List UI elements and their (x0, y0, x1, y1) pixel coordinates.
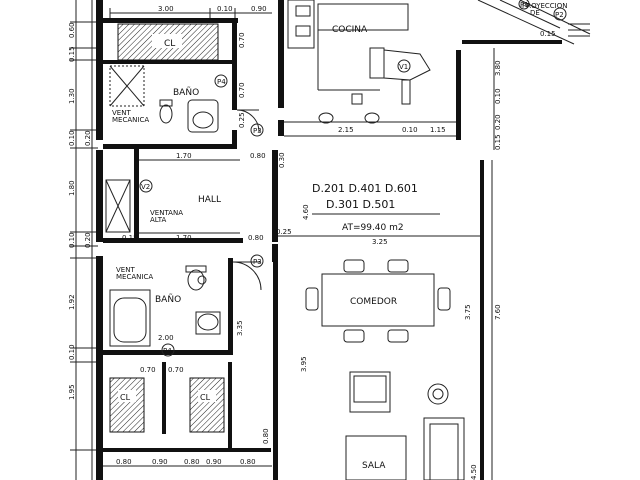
tag-p3a: P3 (253, 127, 262, 135)
dim-b-090: 0.90 (152, 458, 168, 466)
dim-v-460: 4.60 (302, 204, 310, 220)
dim-v-070b: 0.70 (238, 82, 246, 98)
dim-b-080b: 0.80 (184, 458, 200, 466)
vent-top-1: VENT (112, 109, 131, 117)
room-cl-bottom-right: CL (200, 393, 211, 402)
dim-r-015c: 0.15 (540, 30, 556, 38)
note-projection-2: DE (530, 9, 540, 17)
dim-top-300: 3.00 (158, 5, 174, 13)
tag-p4b: P4 (163, 347, 172, 355)
dim-v-030: 0.30 (278, 152, 286, 168)
tag-p4: P4 (217, 78, 226, 86)
walls (96, 0, 562, 480)
room-bano-top: BAÑO (173, 87, 199, 98)
vent-top-2: MECANICA (112, 116, 149, 124)
hall: 1.70 0.80 HALL 1.70 0.80 VENTANA ALTA V2… (105, 152, 310, 242)
left-dimension-lines (70, 0, 98, 480)
dim-left-192: 1.92 (68, 294, 76, 310)
room-cl-bottom-left: CL (120, 393, 131, 402)
dim-left-195: 1.95 (68, 384, 76, 400)
dim-r-010: 0.10 (494, 88, 502, 104)
dim-top-010: 0.10 (217, 5, 233, 13)
vent-bottom-2: MECANICA (116, 273, 153, 281)
ventana-alta-2: ALTA (150, 216, 166, 224)
dim-hall-080b: 0.80 (248, 234, 264, 242)
vent-bottom-1: VENT (116, 266, 135, 274)
kitchen: COCINA V1 2.15 0.10 1.15 (284, 0, 456, 137)
tag-v2: V2 (141, 183, 150, 191)
dim-k-115: 1.15 (430, 126, 446, 134)
dim-left-020b: 0.20 (84, 232, 92, 248)
room-cocina: COCINA (332, 25, 368, 35)
ventana-alta-1: VENTANA (150, 209, 183, 217)
tag-p2: P2 (555, 11, 564, 19)
living-dining: 3.95 COMEDOR SALA 7.60 3.75 4.50 (300, 160, 502, 480)
dim-b-070b: 0.70 (168, 366, 184, 374)
dim-r-375: 3.75 (464, 304, 472, 320)
dim-r-380: 3.80 (494, 60, 502, 76)
dim-b-080: 0.80 (116, 458, 132, 466)
unit-area: AT=99.40 m2 (342, 223, 404, 233)
dim-hall-080: 0.80 (250, 152, 266, 160)
dim-left-020: 0.20 (84, 130, 92, 146)
dim-v-080: 0.80 (262, 428, 270, 444)
dim-hall-170: 1.70 (176, 152, 192, 160)
dim-r-015b: 0.15 (122, 234, 138, 242)
bathroom-top: BAÑO P4 0.70 0.25 VENT MECANICA P3 (109, 65, 264, 137)
tag-p3b: P3 (253, 258, 262, 266)
dim-left-010b: 0.10 (68, 232, 76, 248)
dim-r-760: 7.60 (494, 304, 502, 320)
dim-r-450: 4.50 (470, 464, 478, 480)
unit-line2: D.301 D.501 (326, 198, 395, 211)
right-side: 3.80 0.10 0.20 0.15 0.15 PROYECCION DE P… (477, 0, 591, 150)
dim-left-060: 0.60 (68, 22, 76, 38)
dim-left-180: 1.80 (68, 180, 76, 196)
dim-b-090b: 0.90 (206, 458, 222, 466)
left-dimension-labels: 0.60 0.15 1.30 0.10 0.20 1.80 0.10 0.20 … (68, 22, 92, 400)
tag-p1: P1 (520, 1, 529, 9)
unit-line1: D.201 D.401 D.601 (312, 182, 418, 195)
room-hall: HALL (198, 195, 221, 205)
dim-b-070: 0.70 (140, 366, 156, 374)
dim-v-025: 0.25 (238, 112, 246, 128)
tag-v1: V1 (399, 63, 408, 71)
dim-hall-170b: 1.70 (176, 234, 192, 242)
room-cl-top: CL (164, 39, 175, 49)
room-comedor: COMEDOR (350, 297, 397, 307)
dim-k-010: 0.10 (402, 126, 418, 134)
closets-bottom: 0.70 0.70 CL CL 0.80 0.80 0.90 0.80 0.90… (103, 366, 272, 467)
bathroom-bottom: BAÑO VENT MECANICA 2.00 P4 3.35 P3 (109, 254, 264, 357)
dim-left-010c: 0.10 (68, 344, 76, 360)
dim-v-025b: 0.25 (276, 228, 292, 236)
dim-r-020: 0.20 (494, 114, 502, 130)
unit-info: D.201 D.401 D.601 D.301 D.501 AT=99.40 m… (278, 182, 480, 246)
closet-top: CL 0.70 (117, 23, 246, 61)
dim-left-015: 0.15 (68, 46, 76, 62)
dim-top-090: 0.90 (251, 5, 267, 13)
dim-k-325: 3.25 (372, 238, 388, 246)
dim-r-015: 0.15 (494, 134, 502, 150)
note-projection-1: PROYECCION (522, 2, 568, 10)
room-sala: SALA (362, 461, 386, 471)
dim-left-130: 1.30 (68, 88, 76, 104)
dim-k-215: 2.15 (338, 126, 354, 134)
dim-v-395: 3.95 (300, 356, 308, 372)
dim-b-080c: 0.80 (240, 458, 256, 466)
dim-v-335: 3.35 (236, 320, 244, 336)
dim-left-010: 0.10 (68, 130, 76, 146)
room-bano-bottom: BAÑO (155, 294, 181, 305)
dim-v-070: 0.70 (238, 32, 246, 48)
top-dimensions: 3.00 0.10 0.90 (109, 5, 272, 18)
dim-b-200: 2.00 (158, 334, 174, 342)
